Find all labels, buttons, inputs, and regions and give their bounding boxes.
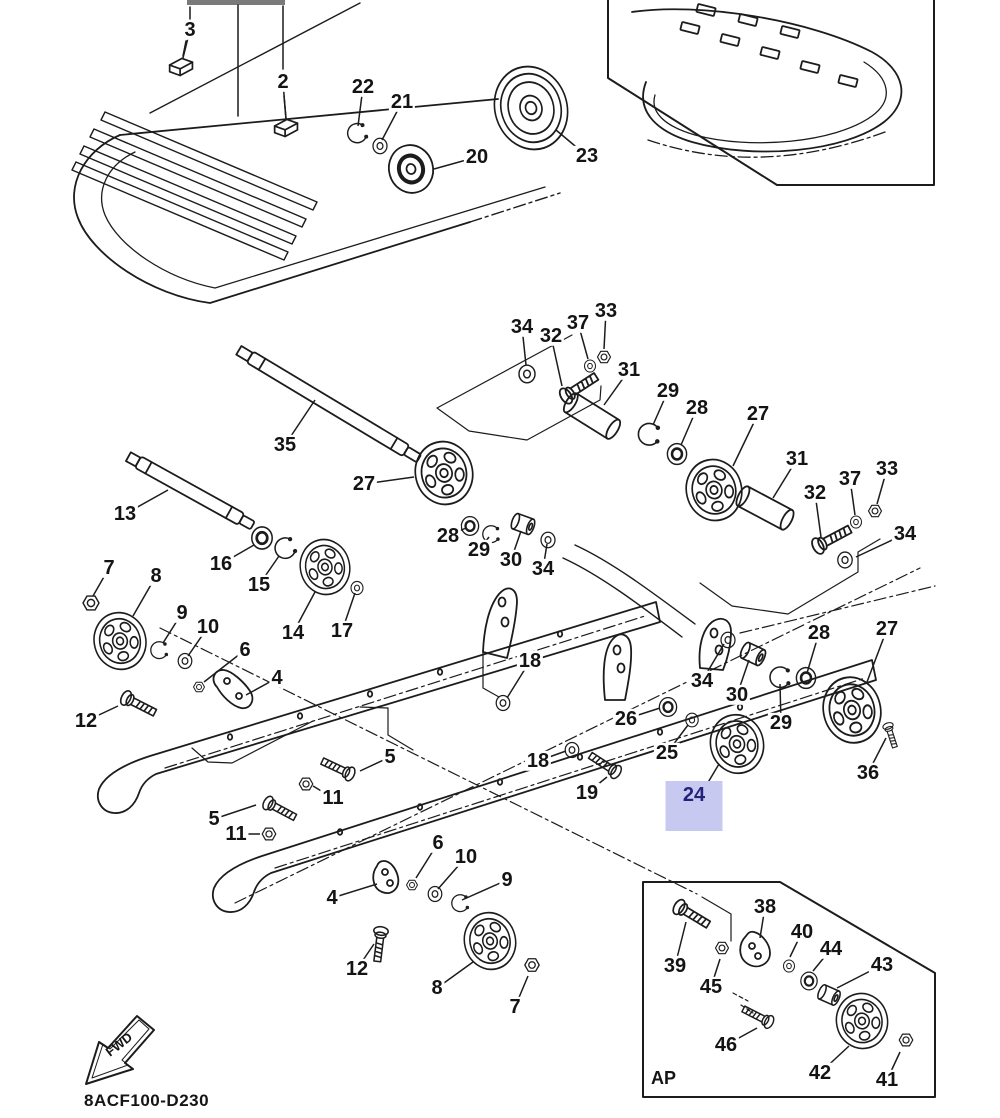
part-label-28[interactable]: 28 xyxy=(683,396,711,419)
part-label-4[interactable]: 4 xyxy=(269,666,285,689)
part-label-35[interactable]: 35 xyxy=(271,433,299,456)
bracket-4-lower xyxy=(372,860,400,894)
part-label-27[interactable]: 27 xyxy=(744,402,772,425)
part-label-8[interactable]: 8 xyxy=(148,564,164,587)
part-label-34[interactable]: 34 xyxy=(891,522,919,545)
part-label-28[interactable]: 28 xyxy=(805,621,833,644)
part-label-40[interactable]: 40 xyxy=(788,920,816,943)
part-label-9[interactable]: 9 xyxy=(174,601,190,624)
part-label-30[interactable]: 30 xyxy=(497,548,525,571)
part-label-20[interactable]: 20 xyxy=(463,145,491,168)
shaft-35 xyxy=(235,345,422,463)
part-label-14[interactable]: 14 xyxy=(279,621,307,644)
part-label-37[interactable]: 37 xyxy=(564,311,592,334)
slide-rail-upper xyxy=(97,587,661,814)
part-label-3[interactable]: 3 xyxy=(182,18,198,41)
part-label-10[interactable]: 10 xyxy=(452,845,480,868)
part-label-6[interactable]: 6 xyxy=(237,638,253,661)
part-label-33[interactable]: 33 xyxy=(592,299,620,322)
part-label-15[interactable]: 15 xyxy=(245,573,273,596)
part-label-18[interactable]: 18 xyxy=(516,649,544,672)
part-label-13[interactable]: 13 xyxy=(111,502,139,525)
part-label-46[interactable]: 46 xyxy=(712,1033,740,1056)
part-label-27[interactable]: 27 xyxy=(873,617,901,640)
part-label-11[interactable]: 11 xyxy=(223,822,249,845)
suspension-arm-bracket xyxy=(562,544,936,671)
part-label-38[interactable]: 38 xyxy=(751,895,779,918)
diagram-code: 8ACF100-D230 xyxy=(84,1091,210,1110)
part-label-42[interactable]: 42 xyxy=(806,1061,834,1084)
phantom-boundary-rail xyxy=(191,720,314,764)
part-label-30[interactable]: 30 xyxy=(723,683,751,706)
phantom-boundary-left xyxy=(436,334,602,441)
part-label-33[interactable]: 33 xyxy=(873,457,901,480)
part-label-29[interactable]: 29 xyxy=(654,379,682,402)
part-label-9[interactable]: 9 xyxy=(499,868,515,891)
part-label-5[interactable]: 5 xyxy=(382,745,398,768)
axis-line-1 xyxy=(159,627,698,895)
bearing-20 xyxy=(387,144,435,194)
part-label-45[interactable]: 45 xyxy=(697,975,725,998)
inset-track-segment xyxy=(607,0,935,186)
part-label-25[interactable]: 25 xyxy=(653,741,681,764)
inset-ap-box xyxy=(642,881,936,1098)
part-label-44[interactable]: 44 xyxy=(817,937,845,960)
part-label-7[interactable]: 7 xyxy=(507,995,523,1018)
part-label-8[interactable]: 8 xyxy=(429,976,445,999)
shaft-13 xyxy=(125,451,255,530)
part-label-2[interactable]: 2 xyxy=(275,70,291,93)
axis-line-2 xyxy=(234,567,921,904)
part-label-34[interactable]: 34 xyxy=(688,669,716,692)
part-label-36[interactable]: 36 xyxy=(854,761,882,784)
part-label-32[interactable]: 32 xyxy=(801,481,829,504)
part-label-31[interactable]: 31 xyxy=(615,358,643,381)
part-label-29[interactable]: 29 xyxy=(767,711,795,734)
part-label-4[interactable]: 4 xyxy=(324,886,340,909)
part-label-21[interactable]: 21 xyxy=(388,90,416,113)
part-label-31[interactable]: 31 xyxy=(783,447,811,470)
part-label-37[interactable]: 37 xyxy=(836,467,864,490)
part-label-34[interactable]: 34 xyxy=(529,557,557,580)
part-label-26[interactable]: 26 xyxy=(612,707,640,730)
part-label-22[interactable]: 22 xyxy=(349,75,377,98)
part-label-7[interactable]: 7 xyxy=(101,556,117,579)
part-label-12[interactable]: 12 xyxy=(343,957,371,980)
inset-ap-label: AP xyxy=(651,1068,677,1088)
part-label-6[interactable]: 6 xyxy=(430,831,446,854)
bracket-38 xyxy=(739,930,771,968)
part-label-32[interactable]: 32 xyxy=(537,324,565,347)
slide-rail-lower xyxy=(212,659,877,913)
part-label-23[interactable]: 23 xyxy=(573,144,601,167)
part-label-41[interactable]: 41 xyxy=(873,1068,901,1091)
part-label-34[interactable]: 34 xyxy=(508,315,536,338)
part-label-5[interactable]: 5 xyxy=(206,807,222,830)
part-label-17[interactable]: 17 xyxy=(328,619,356,642)
top-cropped-callouts xyxy=(149,0,361,119)
part-label-16[interactable]: 16 xyxy=(207,552,235,575)
rail-bracket-rear xyxy=(602,633,633,701)
part-label-12[interactable]: 12 xyxy=(72,709,100,732)
part-label-28[interactable]: 28 xyxy=(434,524,462,547)
part-label-10[interactable]: 10 xyxy=(194,615,222,638)
part-label-11[interactable]: 11 xyxy=(320,786,346,809)
part-label-18[interactable]: 18 xyxy=(524,749,552,772)
part-label-27[interactable]: 27 xyxy=(350,472,378,495)
part-label-24-highlighted[interactable]: 24 xyxy=(665,781,723,831)
part-label-29[interactable]: 29 xyxy=(465,538,493,561)
part-label-19[interactable]: 19 xyxy=(573,781,601,804)
part-label-43[interactable]: 43 xyxy=(868,953,896,976)
track-assembly xyxy=(71,57,561,304)
part-label-39[interactable]: 39 xyxy=(661,954,689,977)
phantom-boundary-right xyxy=(699,538,881,615)
